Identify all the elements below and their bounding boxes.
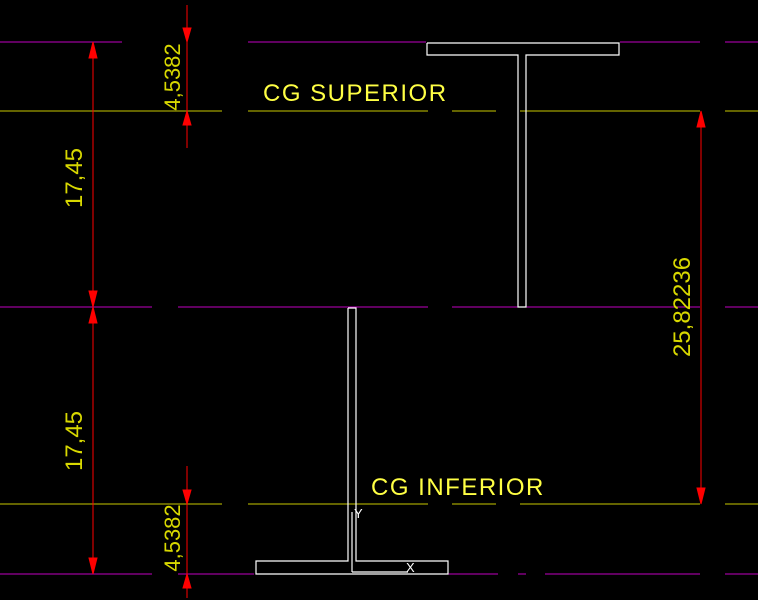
ucs-y-label: Y xyxy=(354,506,363,521)
cg-distance-dimension-lines xyxy=(696,110,706,505)
bottom-offset-dimension-lines xyxy=(182,466,192,598)
arrow-cg-top xyxy=(696,110,706,128)
arrow-cg-bottom xyxy=(696,487,706,505)
top-offset-dimension-lines xyxy=(182,5,192,148)
top-offset-dimension: 4,5382 xyxy=(160,43,185,110)
upper-half-dimension: 17,45 xyxy=(61,148,88,208)
lower-half-dimension: 17,45 xyxy=(61,411,88,471)
lower-t-outline xyxy=(255,307,449,575)
upper-t-section xyxy=(426,42,620,308)
yellow-cg-lines xyxy=(0,110,758,505)
cg-superior-label: CG SUPERIOR xyxy=(263,80,448,107)
cg-distance-dimension: 25,82236 xyxy=(669,257,696,357)
ucs-x-label: X xyxy=(406,560,415,575)
magenta-reference-lines xyxy=(0,41,758,575)
cg-inferior-label: CG INFERIOR xyxy=(371,474,545,501)
bottom-offset-dimension: 4,5382 xyxy=(160,504,185,571)
arrow-lower-bottom xyxy=(88,557,98,575)
arrow-lower-top xyxy=(88,306,98,324)
upper-t-outline xyxy=(426,42,620,308)
arrow-upper-bottom xyxy=(88,290,98,308)
lower-t-section xyxy=(255,307,449,575)
arrow-upper-top xyxy=(88,41,98,59)
left-dimension-chain xyxy=(88,41,98,575)
